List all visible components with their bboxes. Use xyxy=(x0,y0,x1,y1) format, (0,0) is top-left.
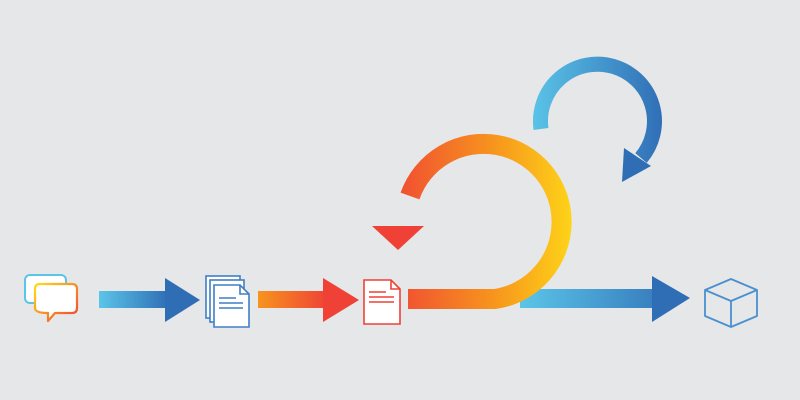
flow-arrow-2 xyxy=(258,278,359,322)
chat-bubbles-icon xyxy=(24,274,79,323)
cube-icon xyxy=(704,278,758,328)
document-icon xyxy=(363,279,401,325)
flow-arrow-1 xyxy=(99,278,200,322)
outer-loop-arrow xyxy=(372,133,572,309)
inner-loop-arrow xyxy=(532,56,662,182)
document-stack-icon xyxy=(205,275,250,328)
flow-arrow-3 xyxy=(520,276,690,322)
